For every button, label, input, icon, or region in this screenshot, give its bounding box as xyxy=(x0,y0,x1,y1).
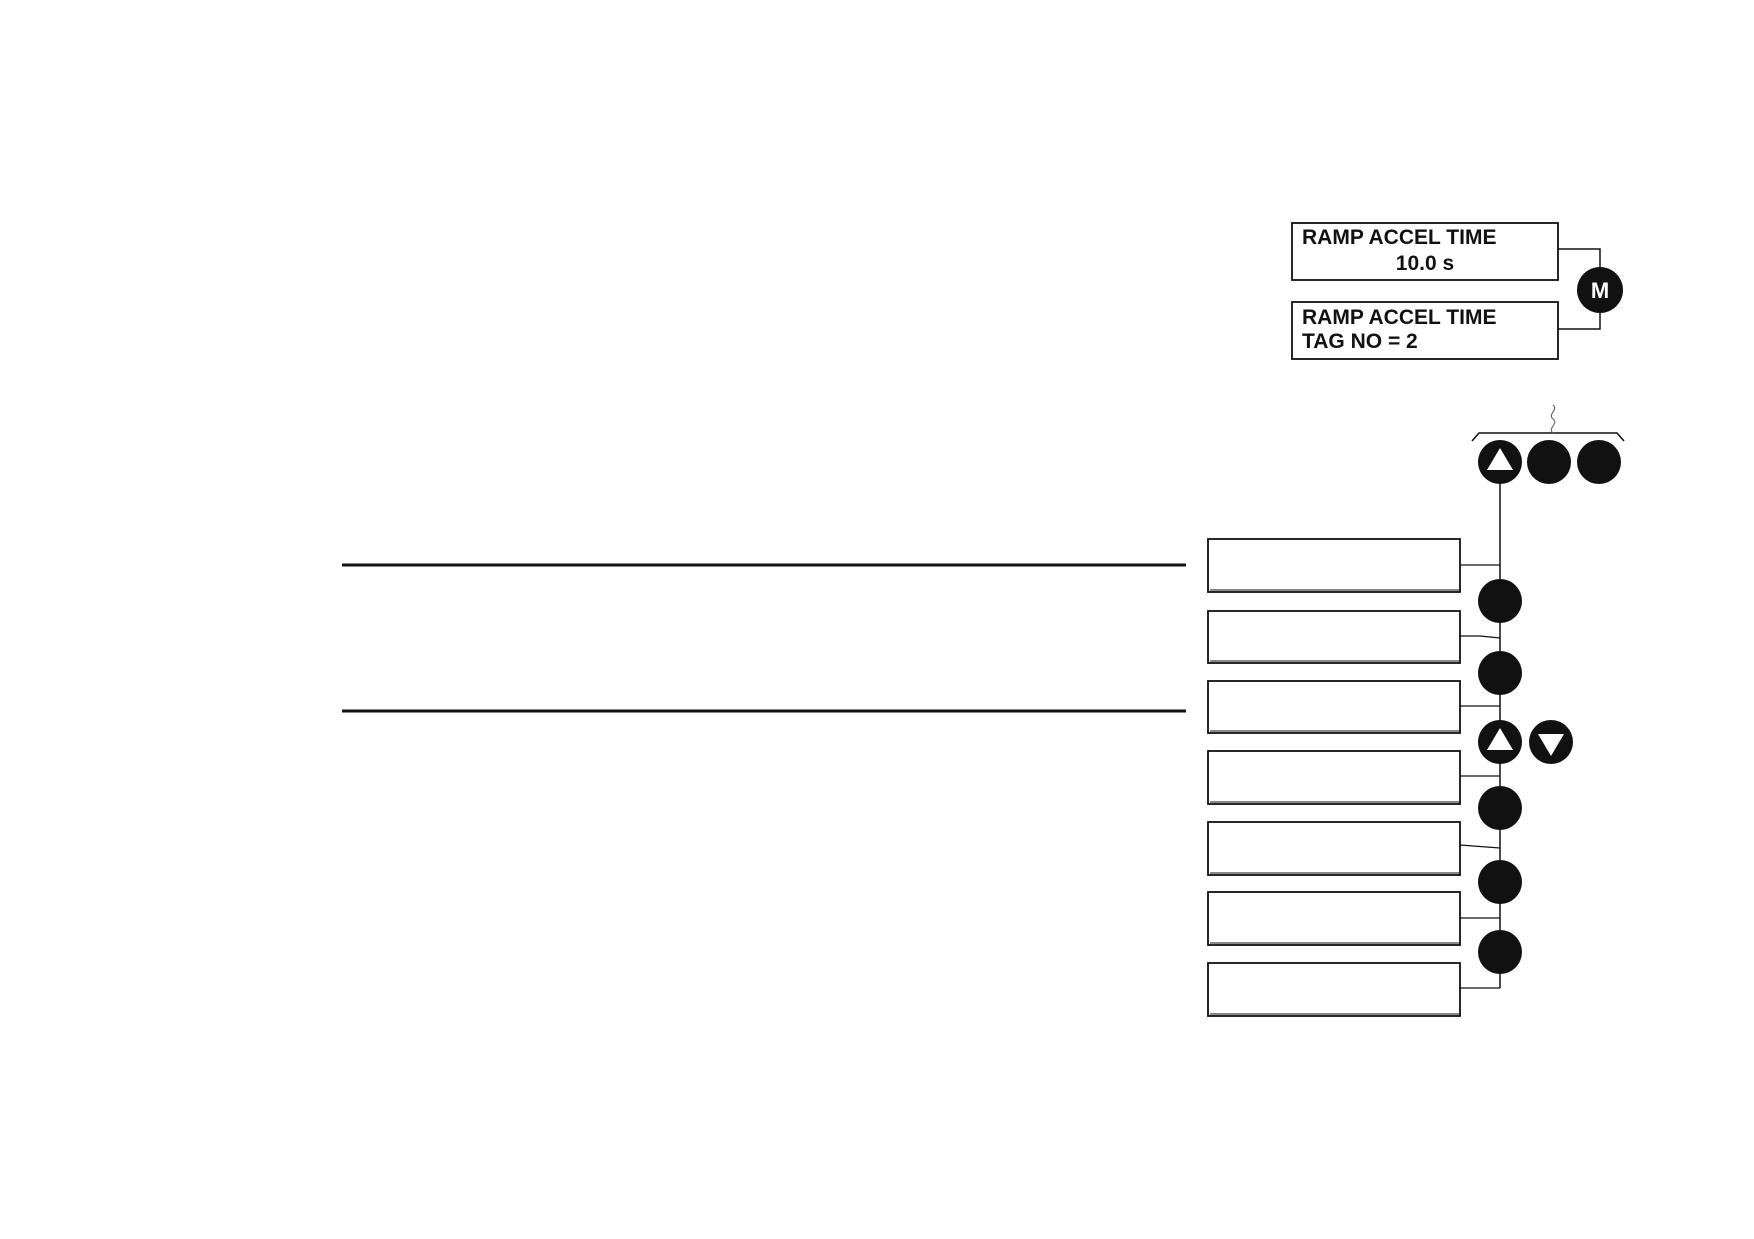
m-key-circle[interactable] xyxy=(1577,267,1623,313)
menu-display-box-1 xyxy=(1207,538,1461,593)
blank-key-2[interactable] xyxy=(1577,440,1621,484)
parameter-tag-display-frame xyxy=(1291,301,1559,360)
parameter-value-display: RAMP ACCEL TIME 10.0 s xyxy=(1291,222,1559,281)
m-key-connector-bottom xyxy=(1558,313,1601,330)
menu-display-box-6 xyxy=(1207,891,1461,946)
parameter-value-display-frame xyxy=(1291,222,1559,281)
m-key-button[interactable]: M xyxy=(1577,267,1623,313)
menu-display-box-2 xyxy=(1207,610,1461,664)
menu-key-1[interactable] xyxy=(1478,579,1522,623)
menu-key-3[interactable] xyxy=(1478,786,1522,830)
menu-key-5[interactable] xyxy=(1478,930,1522,974)
up-key-top[interactable] xyxy=(1478,440,1522,484)
up-key-middle[interactable] xyxy=(1478,720,1522,764)
tag-number-text: TAG NO = 2 xyxy=(1302,330,1418,353)
menu-display-box-4 xyxy=(1207,750,1461,805)
menu-display-box-3 xyxy=(1207,680,1461,734)
menu-connector-5 xyxy=(1459,844,1501,849)
parameter-name-text: RAMP ACCEL TIME xyxy=(1302,226,1496,249)
parameter-tag-display: RAMP ACCEL TIME TAG NO = 2 xyxy=(1291,301,1559,360)
blank-key-1[interactable] xyxy=(1527,440,1571,484)
up-arrow-icon xyxy=(1487,448,1513,470)
menu-key-2[interactable] xyxy=(1478,651,1522,695)
menu-display-box-5 xyxy=(1207,821,1461,876)
m-key-connector-top xyxy=(1558,248,1601,267)
key-group-bracket-squiggle xyxy=(1550,404,1556,434)
menu-display-box-7 xyxy=(1207,962,1461,1017)
down-arrow-icon xyxy=(1538,734,1564,756)
parameter-value-text: 10.0 s xyxy=(1396,252,1454,275)
menu-connector-2 xyxy=(1460,635,1501,639)
down-key-middle[interactable] xyxy=(1529,720,1573,764)
key-group-bracket xyxy=(1471,432,1625,442)
up-arrow-icon xyxy=(1487,728,1513,750)
menu-key-4[interactable] xyxy=(1478,860,1522,904)
tag-parameter-name-text: RAMP ACCEL TIME xyxy=(1302,306,1496,329)
m-key-label: M xyxy=(1591,278,1609,303)
